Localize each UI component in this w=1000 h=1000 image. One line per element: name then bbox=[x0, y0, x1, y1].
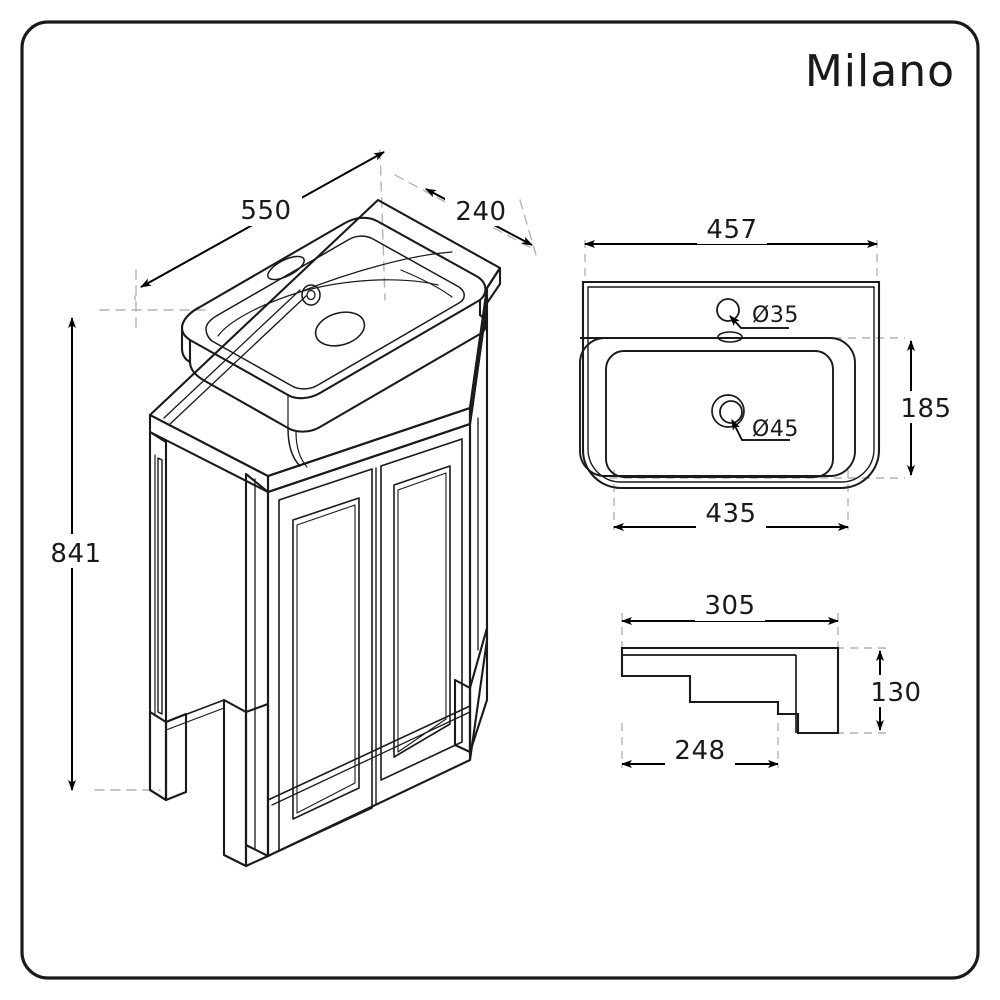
basin-apron-left-edge bbox=[180, 326, 192, 364]
dim-841-label: 841 bbox=[50, 539, 101, 569]
brand-wordmark: Milano bbox=[805, 46, 955, 97]
cabinet-side-toe-rail bbox=[165, 699, 225, 723]
dim-130-label: 130 bbox=[870, 678, 921, 708]
basin-front-apron bbox=[188, 313, 488, 433]
basin-rim-outer bbox=[180, 216, 487, 400]
basin-underside-2 bbox=[295, 431, 308, 468]
counter-top-edge-rear bbox=[485, 266, 502, 305]
vanity-unit-isometric bbox=[94, 149, 537, 868]
waste-hole-leader bbox=[731, 419, 790, 441]
counter-top-surface bbox=[148, 198, 502, 478]
basin-outer-rim-offset bbox=[587, 286, 875, 483]
basin-side-view: 305 248 130 bbox=[620, 589, 934, 768]
isometric-dimension-labels: 550 240 841 bbox=[40, 190, 517, 569]
counter-top-edge-left bbox=[148, 413, 270, 494]
overflow-slot bbox=[717, 331, 743, 343]
cabinet-side-recess bbox=[157, 457, 163, 715]
basin-inner-bowl bbox=[605, 350, 834, 478]
cabinet-bottom-rail bbox=[267, 705, 471, 801]
waste-hole-iso bbox=[314, 311, 366, 347]
dim-435-label: 435 bbox=[705, 499, 756, 529]
dim-550-label: 550 bbox=[240, 196, 291, 226]
basin-bowl-ledge bbox=[579, 337, 856, 477]
dim-185-label: 185 bbox=[900, 394, 951, 424]
overflow-ring-inner bbox=[306, 289, 316, 301]
cabinet-leg-rear-left-face bbox=[164, 712, 188, 802]
dim-240-label: 240 bbox=[455, 197, 506, 227]
waste-hole-label: Ø45 bbox=[752, 417, 799, 442]
tap-hole-leader bbox=[729, 315, 789, 329]
basin-bowl-sweep-2 bbox=[400, 269, 453, 298]
basin-underside bbox=[287, 427, 301, 467]
cabinet-bottom-rail-2 bbox=[271, 711, 471, 806]
cabinet-leg-right-face bbox=[468, 626, 489, 754]
cabinet-front-face bbox=[266, 422, 472, 858]
tap-hole-label: Ø35 bbox=[752, 303, 799, 328]
basin-top-view: Ø35 Ø45 457 435 185 bbox=[579, 212, 964, 531]
cabinet-door-right-panel-in bbox=[397, 472, 447, 753]
waste-hole-inner bbox=[719, 400, 743, 424]
basin-bowl-opening bbox=[205, 235, 465, 390]
basin-side-profile bbox=[620, 646, 840, 735]
sheet-border bbox=[20, 20, 980, 980]
cabinet-door-left-panel bbox=[292, 497, 360, 820]
basin-bowl-inner-contour bbox=[217, 279, 439, 337]
cabinet-leg-rear-left bbox=[148, 710, 168, 802]
cabinet-door-right-panel bbox=[393, 465, 451, 758]
counter-top-scribe-2 bbox=[169, 295, 307, 425]
cabinet-front-left-stile bbox=[244, 472, 270, 858]
counter-top-scribe-1 bbox=[163, 289, 301, 419]
tap-hole bbox=[716, 298, 740, 322]
waste-hole-outer bbox=[711, 394, 745, 428]
cabinet-door-left bbox=[278, 468, 373, 852]
dim-248-label: 248 bbox=[674, 736, 725, 766]
dim-305-label: 305 bbox=[704, 591, 755, 621]
cabinet-door-left-panel-in bbox=[296, 504, 356, 814]
cabinet-leg-front-left bbox=[222, 698, 248, 868]
cabinet-door-right bbox=[380, 438, 463, 781]
dim-457-label: 457 bbox=[706, 215, 757, 245]
basin-outer-body bbox=[581, 280, 881, 490]
cabinet-leg-front-left-face bbox=[244, 702, 270, 868]
cabinet-side-toe-rail-2 bbox=[165, 707, 225, 731]
